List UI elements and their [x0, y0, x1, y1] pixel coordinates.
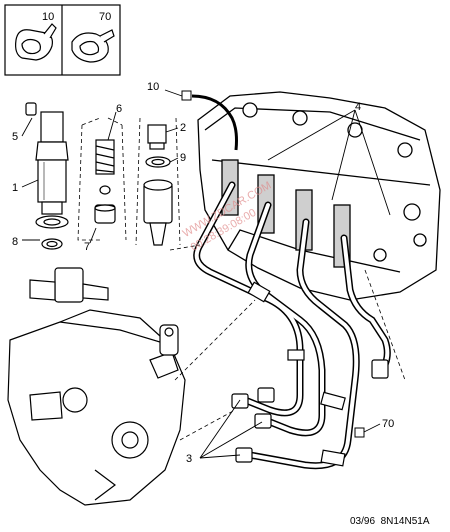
spring-assembly — [94, 139, 116, 224]
dashed-leaders — [169, 244, 406, 441]
inset-label-right: 70 — [99, 11, 111, 23]
inset-label-left: 10 — [42, 11, 54, 23]
injector-top — [40, 111, 64, 143]
injector-assembly — [25, 102, 69, 250]
harness-line — [191, 94, 238, 151]
callout-10: 10 — [147, 81, 159, 93]
injection-pump — [7, 267, 186, 506]
pipe-clamps — [247, 281, 346, 467]
clip-10-icon — [15, 23, 57, 61]
clip-inset: 10 70 — [4, 4, 121, 76]
injector-nozzle-base — [41, 201, 63, 215]
callout-7: 7 — [84, 241, 90, 253]
group-outlines — [77, 117, 181, 246]
callout-8: 8 — [12, 236, 18, 248]
callout-6: 6 — [116, 103, 122, 115]
callout-leaders — [21, 89, 391, 459]
sleeve-tip — [149, 222, 167, 246]
callout-70: 70 — [382, 418, 394, 430]
drawing-reference: 03/96 8N14N51A — [350, 516, 430, 527]
callout-2: 2 — [180, 122, 186, 134]
injector-body — [37, 159, 67, 203]
injector-cap — [25, 102, 37, 116]
ball-valve — [99, 185, 111, 195]
sleeve-assembly — [143, 124, 173, 246]
pump-solenoid — [54, 267, 84, 303]
callout-3: 3 — [186, 453, 192, 465]
injector-shoulder — [35, 141, 69, 161]
callout-5: 5 — [12, 131, 18, 143]
nut — [147, 124, 167, 144]
callout-9: 9 — [180, 152, 186, 164]
pipe-nuts — [231, 359, 389, 463]
harness-marker — [181, 90, 192, 101]
callout-4: 4 — [355, 101, 361, 113]
clamp-marker — [354, 427, 365, 438]
clip-70-icon — [71, 29, 115, 63]
callout-1: 1 — [12, 182, 18, 194]
